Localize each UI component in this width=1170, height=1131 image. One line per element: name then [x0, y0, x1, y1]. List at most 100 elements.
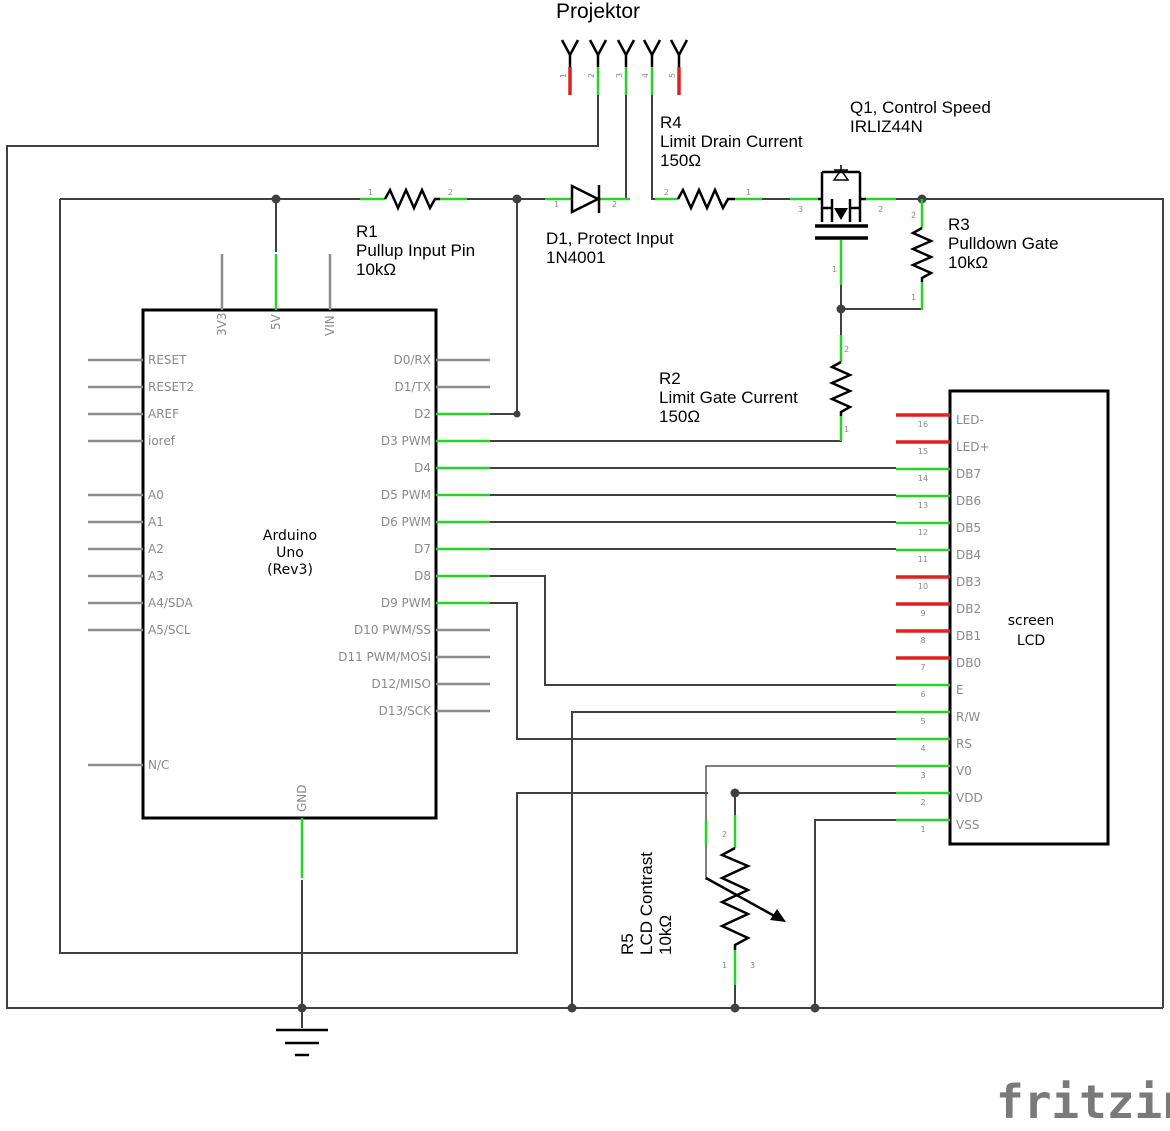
arduino-name: Uno	[276, 545, 304, 561]
r1-desc: Pullup Input Pin	[356, 241, 475, 260]
lcd-pin-num: 11	[918, 555, 928, 564]
junction-dot	[297, 1003, 307, 1013]
lcd-name: LCD	[1017, 633, 1045, 649]
q1-pin-num: 3	[798, 205, 803, 214]
r4-value: 150Ω	[660, 151, 701, 170]
d1-name: D1, Protect Input	[546, 229, 674, 248]
junction-dot	[836, 304, 846, 314]
arduino-left-pin: A2	[88, 542, 164, 556]
d1-part: 1N4001	[546, 248, 606, 267]
arduino-body	[141, 308, 438, 820]
projector-title: Projektor	[556, 0, 640, 23]
arduino-pin-label: AREF	[148, 407, 179, 421]
lcd-pin-num: 9	[920, 609, 925, 618]
r5-pin-num: 1	[722, 961, 727, 970]
arduino-pin-label: N/C	[148, 758, 169, 772]
arduino-right-pin: D5 PWM	[381, 488, 490, 502]
lcd-pin-label: V0	[956, 764, 972, 778]
wire-d3	[490, 430, 842, 442]
lcd-pin-label: LED+	[956, 440, 990, 454]
projector-pin-num: 3	[615, 73, 624, 78]
arduino-right-pin: D3 PWM	[381, 434, 490, 448]
lcd-pin: 9 DB2	[896, 602, 981, 618]
lcd-pin-label: DB5	[956, 521, 981, 535]
arduino-pin-label: A2	[148, 542, 164, 556]
lcd-pin: 3 V0	[896, 764, 972, 780]
junction-dot	[730, 1003, 740, 1013]
arduino-pin-3v3: 3V3	[215, 313, 229, 336]
arduino-pin-label: D1/TX	[395, 380, 431, 394]
lcd-pin-label: DB3	[956, 575, 981, 589]
r4-desc: Limit Drain Current	[660, 132, 803, 151]
arduino-left-pin: A5/SCL	[88, 623, 191, 637]
r5-pin-num: 3	[750, 961, 755, 970]
arduino-left-pin: A0	[88, 488, 164, 502]
wire-5v-vdd	[59, 199, 708, 954]
resistor-r2: 2 1 R2 Limit Gate Current 150Ω	[659, 335, 854, 441]
lcd-pin-num: 16	[918, 420, 928, 429]
lcd-pin-label: RS	[956, 737, 972, 751]
projector-pin: 5	[668, 39, 689, 95]
r1-pin-num: 1	[368, 188, 373, 197]
wire-vss-ground	[814, 819, 896, 1008]
junction-dot	[271, 194, 281, 204]
projector-pin-num: 4	[641, 73, 650, 78]
lcd-pin-label: VSS	[956, 818, 979, 832]
arduino-left-pin: A1	[88, 515, 164, 529]
arduino-left-pin: N/C	[88, 758, 169, 772]
lcd-pin-num: 12	[918, 528, 928, 537]
lcd-pin: 16 LED-	[896, 413, 984, 429]
arduino-pin-label: D0/RX	[394, 353, 431, 367]
arduino-pin-label: RESET2	[148, 380, 194, 394]
resistor-r1: 1 2 R1 Pullup Input Pin 10kΩ	[356, 186, 475, 279]
projector-pin: 4	[641, 39, 662, 95]
potentiometer-r5: 2 1 3 R5 LCD Contrast 10kΩ	[618, 815, 786, 985]
projector-pin: 3	[615, 39, 636, 95]
arduino-pin-label: D5 PWM	[381, 488, 431, 502]
d1-pin-num: 1	[554, 200, 559, 209]
lcd-pin-num: 3	[920, 771, 925, 780]
r4-pin-num: 1	[746, 188, 751, 197]
arduino-left-pin: A3	[88, 569, 164, 583]
projector-pin-num: 1	[559, 73, 568, 78]
wire-drain-rail	[922, 198, 1164, 1008]
ground-symbol	[276, 1028, 328, 1057]
r2-desc: Limit Gate Current	[659, 388, 798, 407]
lcd-pin-num: 13	[918, 501, 928, 510]
arduino-right-pin: D12/MISO	[371, 677, 490, 691]
arduino-pin-label: ioref	[148, 434, 176, 448]
junction-dot	[513, 410, 521, 418]
wire-projector-input	[625, 95, 630, 200]
r5-desc: LCD Contrast	[637, 852, 656, 955]
lcd-pin-label: DB7	[956, 467, 981, 481]
lcd-pin-label: DB2	[956, 602, 981, 616]
r1-name: R1	[356, 222, 378, 241]
arduino-left-pin: A4/SDA	[88, 596, 194, 610]
arduino-pin-label: D10 PWM/SS	[354, 623, 431, 637]
lcd-pin-label: LED-	[956, 413, 984, 427]
r3-name: R3	[948, 215, 970, 234]
arduino-pin-label: D11 PWM/MOSI	[338, 650, 431, 664]
arduino-pin-label: D6 PWM	[381, 515, 431, 529]
arduino-right-pin: D11 PWM/MOSI	[338, 650, 490, 664]
lcd-pin-num: 6	[920, 690, 925, 699]
lcd-pin-label: VDD	[956, 791, 983, 805]
arduino-pin-label: D7	[414, 542, 431, 556]
junction-dots	[271, 194, 927, 1013]
wire-projector-ground	[6, 95, 1163, 1009]
r2-value: 150Ω	[659, 407, 700, 426]
arduino-pin-label: D3 PWM	[381, 434, 431, 448]
arduino-pin-5v: 5V	[269, 313, 283, 330]
junction-dot	[810, 1003, 820, 1013]
arduino-pin-vin: VIN	[323, 315, 337, 336]
r3-pin-num: 2	[911, 211, 916, 220]
